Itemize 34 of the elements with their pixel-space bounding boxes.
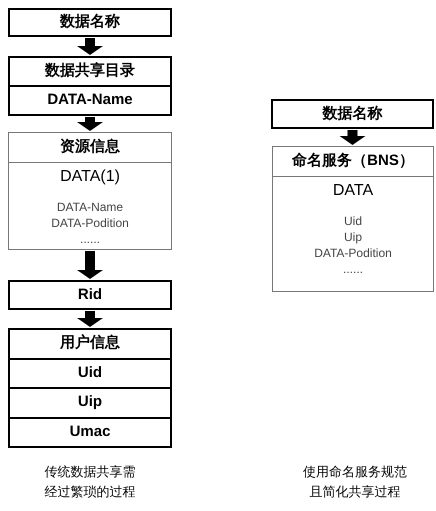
arrow xyxy=(77,117,103,131)
field-name: DATA-Podition xyxy=(51,215,129,231)
table-box xyxy=(8,56,172,116)
process-box xyxy=(8,8,172,37)
box-title: 命名服务（BNS） xyxy=(292,151,414,172)
field-name: DATA(1) xyxy=(60,167,120,187)
process-box xyxy=(8,280,172,310)
arrow xyxy=(77,311,103,327)
field-name: ...... xyxy=(342,261,363,277)
field-name: DATA-Name xyxy=(56,199,124,215)
field-name: DATA-Podition xyxy=(314,245,392,261)
field-name: Rid xyxy=(78,286,102,304)
field-name: Uip xyxy=(344,229,362,245)
arrow xyxy=(77,38,103,55)
field-name: Umac xyxy=(70,422,110,442)
field-name: ...... xyxy=(80,231,100,247)
box-title: 数据名称 xyxy=(60,13,120,32)
arrow xyxy=(340,130,366,145)
box-title: 数据名称 xyxy=(322,104,382,124)
box-title: 用户信息 xyxy=(60,334,120,354)
field-name: Uip xyxy=(78,393,102,412)
caption: 使用命名服务规范且简化共享过程 xyxy=(302,463,408,501)
field-name: DATA-Name xyxy=(47,91,133,110)
field-name: Uid xyxy=(344,213,362,229)
table-box xyxy=(8,328,172,448)
info-card xyxy=(272,146,434,292)
field-name: DATA xyxy=(332,181,374,201)
process-box xyxy=(271,99,434,129)
arrow xyxy=(77,251,103,279)
box-title: 资源信息 xyxy=(60,137,120,158)
field-name: Uid xyxy=(78,364,102,383)
caption: 传统数据共享需经过繁琐的过程 xyxy=(44,463,136,501)
info-card xyxy=(8,132,172,250)
box-title: 数据共享目录 xyxy=(45,62,135,81)
